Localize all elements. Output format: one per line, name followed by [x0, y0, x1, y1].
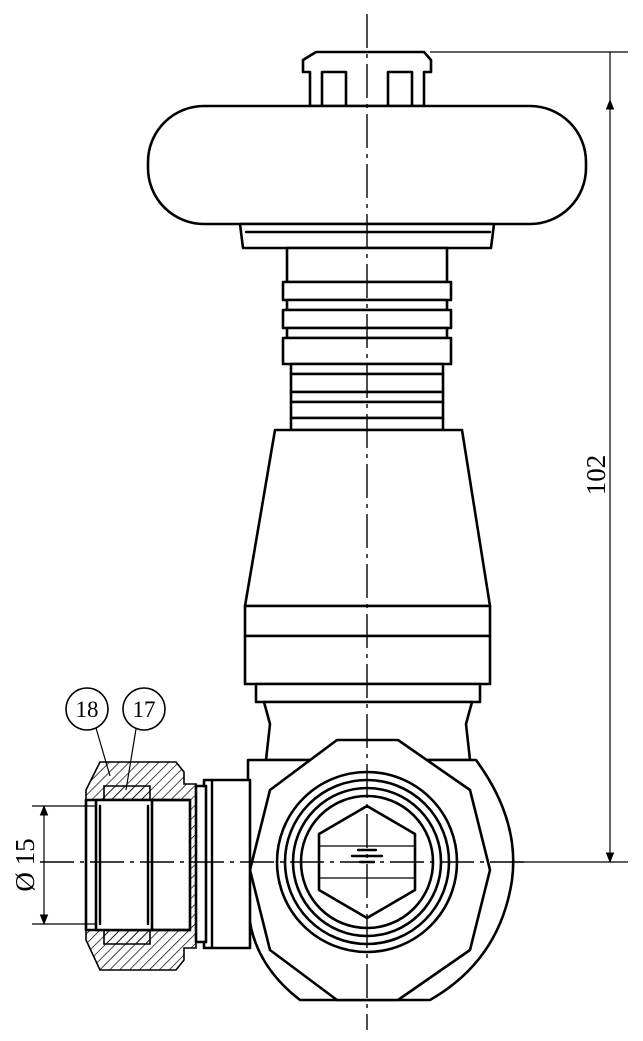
- callout-17: 17: [122, 687, 166, 791]
- shroud-body: [243, 428, 492, 762]
- height-dimension-label: 102: [581, 455, 611, 496]
- height-dimension: 102: [430, 51, 628, 864]
- diameter-dimension-label: Ø 15: [10, 838, 40, 891]
- side-outlet: [194, 778, 252, 950]
- compression-nut-section: [84, 761, 197, 971]
- diameter-dimension: Ø 15: [10, 804, 96, 926]
- callout-18-label: 18: [76, 697, 99, 722]
- center-lines: [40, 14, 530, 1030]
- callout-17-label: 17: [133, 697, 156, 722]
- valve-elbow-body: [246, 738, 515, 1002]
- callout-18: 18: [65, 687, 111, 777]
